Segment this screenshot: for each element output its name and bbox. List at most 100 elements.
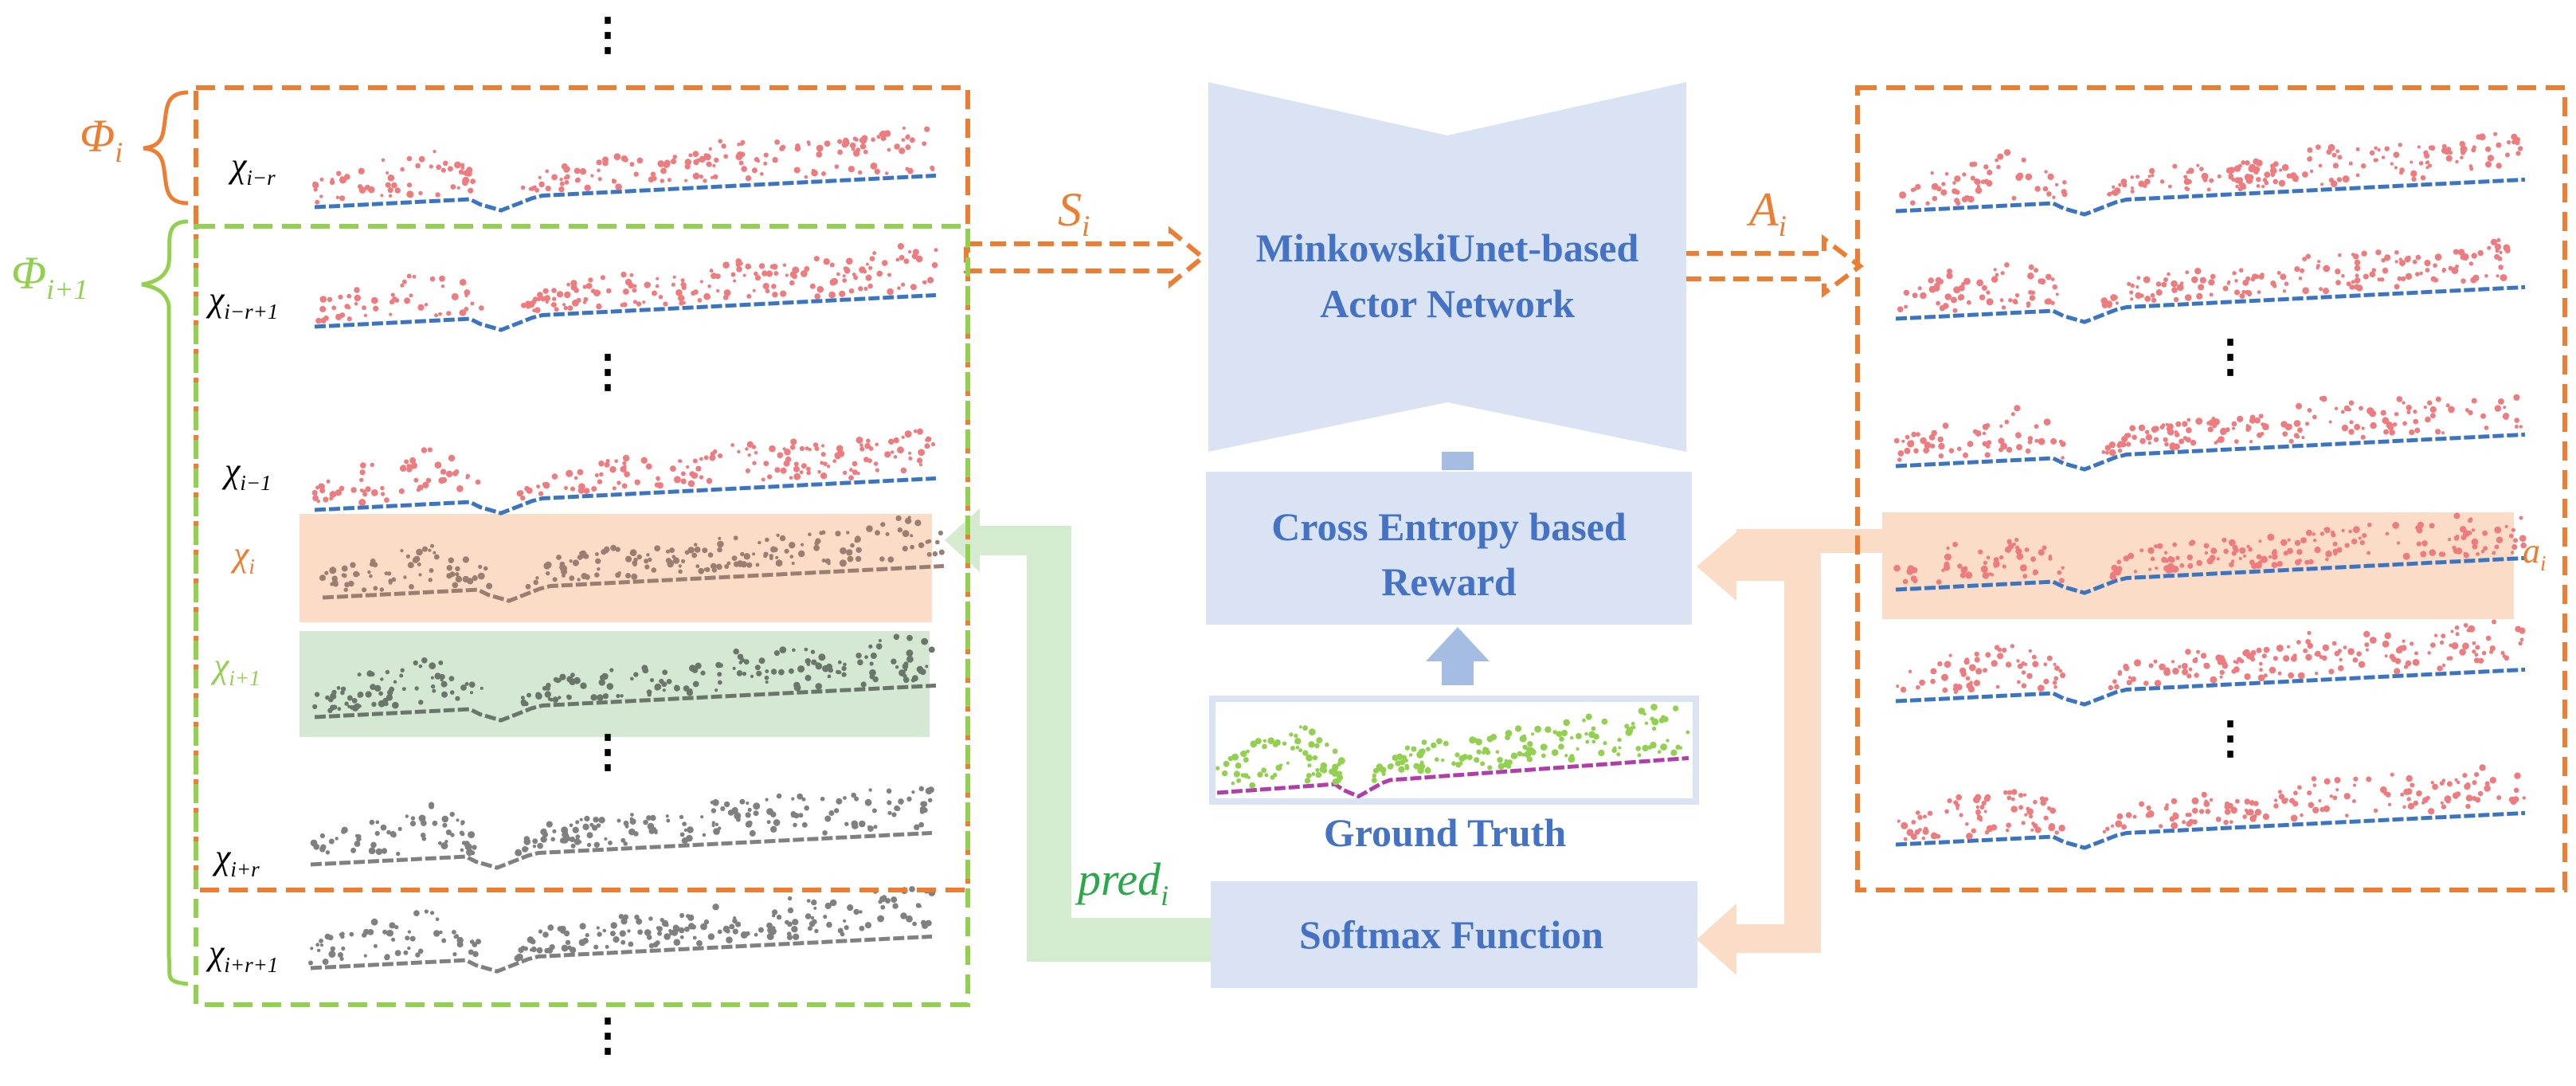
point [868, 644, 873, 649]
point [2185, 270, 2190, 275]
point [1936, 579, 1942, 585]
point [525, 583, 531, 590]
point [1551, 749, 1559, 756]
frame-label-3-sub: i [249, 555, 255, 578]
point [1458, 755, 1466, 763]
point [2130, 676, 2136, 682]
point [456, 936, 464, 944]
point [572, 826, 579, 833]
point [2305, 529, 2312, 536]
point [1598, 749, 1605, 757]
point [2349, 284, 2355, 290]
point [1923, 447, 1930, 454]
point [615, 183, 622, 190]
point [1903, 289, 1910, 296]
point [2407, 802, 2415, 810]
point [354, 833, 358, 838]
point [362, 492, 368, 497]
point [2136, 276, 2141, 280]
point [1591, 739, 1596, 744]
point [824, 558, 831, 564]
reward-label-line1: Cross Entropy based [1271, 504, 1627, 549]
point [1973, 680, 1980, 687]
point [717, 680, 722, 685]
point [2366, 776, 2372, 782]
point [671, 555, 676, 559]
point [1980, 565, 1988, 573]
point [684, 926, 690, 932]
point [932, 551, 938, 557]
point [1307, 763, 1312, 768]
point [774, 139, 780, 145]
point [1982, 571, 1990, 579]
point [886, 788, 892, 794]
point [761, 270, 768, 276]
point [1967, 300, 1971, 305]
point [724, 564, 730, 569]
actor-notch-top [1208, 82, 1686, 135]
point [2498, 398, 2504, 405]
point [386, 829, 391, 835]
point [464, 681, 469, 686]
point [2455, 265, 2459, 269]
point [2474, 772, 2480, 778]
point [822, 830, 828, 836]
point [380, 677, 384, 681]
point [2312, 783, 2317, 787]
point [2343, 645, 2347, 649]
point [809, 283, 816, 289]
point [2171, 287, 2178, 293]
point [2351, 280, 2355, 284]
point [1564, 754, 1568, 758]
point [563, 167, 570, 173]
point [373, 586, 378, 591]
point [2369, 271, 2376, 278]
a-i-label-main: a [2523, 531, 2540, 570]
point [2270, 163, 2276, 169]
point [2385, 531, 2390, 536]
point [743, 659, 750, 665]
point [407, 946, 411, 951]
point [775, 559, 783, 567]
point [1304, 778, 1311, 784]
point [895, 515, 902, 522]
point [733, 916, 737, 920]
point [660, 167, 667, 174]
point [801, 463, 807, 469]
point [363, 954, 367, 958]
point [645, 463, 652, 470]
point [842, 278, 848, 283]
point [1952, 687, 1957, 692]
point [318, 483, 323, 488]
point [1950, 296, 1957, 304]
point [864, 442, 871, 449]
point [2513, 787, 2519, 794]
point [358, 167, 365, 174]
point [367, 929, 374, 935]
point [440, 469, 447, 475]
point [2259, 661, 2263, 666]
point [455, 572, 460, 577]
point [2145, 433, 2152, 441]
point [2023, 793, 2027, 797]
point [1941, 673, 1948, 681]
point [1942, 687, 1948, 693]
point [873, 461, 879, 466]
point [1216, 766, 1220, 770]
point [1987, 440, 1992, 445]
point [732, 666, 736, 671]
point [2027, 436, 2034, 441]
point [2237, 177, 2244, 183]
point [464, 289, 471, 296]
point [707, 161, 712, 167]
point [789, 280, 795, 286]
point [721, 143, 726, 149]
point [1944, 809, 1949, 814]
point [2348, 429, 2355, 435]
point [868, 265, 873, 270]
point [763, 161, 768, 166]
point [536, 947, 543, 954]
point [1413, 763, 1420, 770]
point [2010, 412, 2015, 417]
point [596, 159, 602, 166]
